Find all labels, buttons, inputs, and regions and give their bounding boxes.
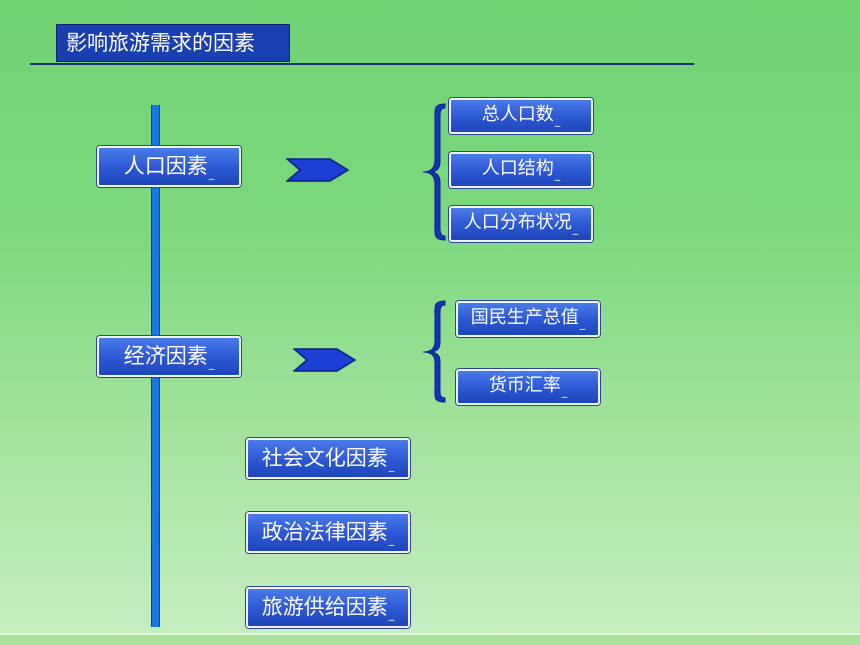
subfactor-population-distribution-label: 人口分布状况 (463, 212, 572, 233)
title-underline (30, 63, 694, 65)
factor-tourism-supply-label: 旅游供给因素 (261, 595, 388, 619)
factor-tourism-supply[interactable]: 旅游供给因素_ (246, 587, 410, 628)
subfactor-population-structure[interactable]: 人口结构_ (449, 152, 593, 188)
page-title-text: 影响旅游需求的因素 (66, 31, 255, 55)
subfactor-population-distribution[interactable]: 人口分布状况_ (449, 206, 593, 242)
bottom-strip (0, 633, 860, 645)
underscore-mark: _ (388, 459, 395, 472)
factor-politics-law[interactable]: 政治法律因素_ (246, 512, 410, 553)
factor-social-culture[interactable]: 社会文化因素_ (246, 438, 410, 479)
factor-politics-law-label: 政治法律因素 (261, 520, 388, 544)
factor-population[interactable]: 人口因素_ (97, 146, 241, 187)
underscore-mark: _ (208, 167, 215, 180)
arrow-economy-icon (293, 348, 357, 372)
subfactor-exchange-rate-label: 货币汇率 (488, 375, 561, 396)
factor-population-label: 人口因素 (123, 154, 208, 178)
brace-economy-icon (422, 300, 446, 403)
subfactor-total-population[interactable]: 总人口数_ (449, 98, 593, 134)
subfactor-gnp[interactable]: 国民生产总值_ (456, 301, 600, 337)
subfactor-total-population-label: 总人口数 (481, 104, 554, 125)
underscore-mark: _ (579, 317, 586, 330)
subfactor-population-structure-label: 人口结构 (481, 158, 554, 179)
subfactor-gnp-label: 国民生产总值 (470, 307, 579, 328)
underscore-mark: _ (388, 533, 395, 546)
underscore-mark: _ (208, 357, 215, 370)
subfactor-exchange-rate[interactable]: 货币汇率_ (456, 369, 600, 405)
underscore-mark: _ (388, 608, 395, 621)
factor-economy-label: 经济因素 (123, 344, 208, 368)
underscore-mark: _ (554, 114, 561, 127)
page-title: 影响旅游需求的因素 (56, 24, 290, 62)
underscore-mark: _ (561, 385, 568, 398)
underscore-mark: _ (554, 168, 561, 181)
underscore-mark: _ (572, 222, 579, 235)
factor-social-culture-label: 社会文化因素 (261, 446, 388, 470)
factor-economy[interactable]: 经济因素_ (97, 336, 241, 377)
arrow-population-icon (286, 158, 350, 182)
brace-population-icon (422, 103, 446, 241)
